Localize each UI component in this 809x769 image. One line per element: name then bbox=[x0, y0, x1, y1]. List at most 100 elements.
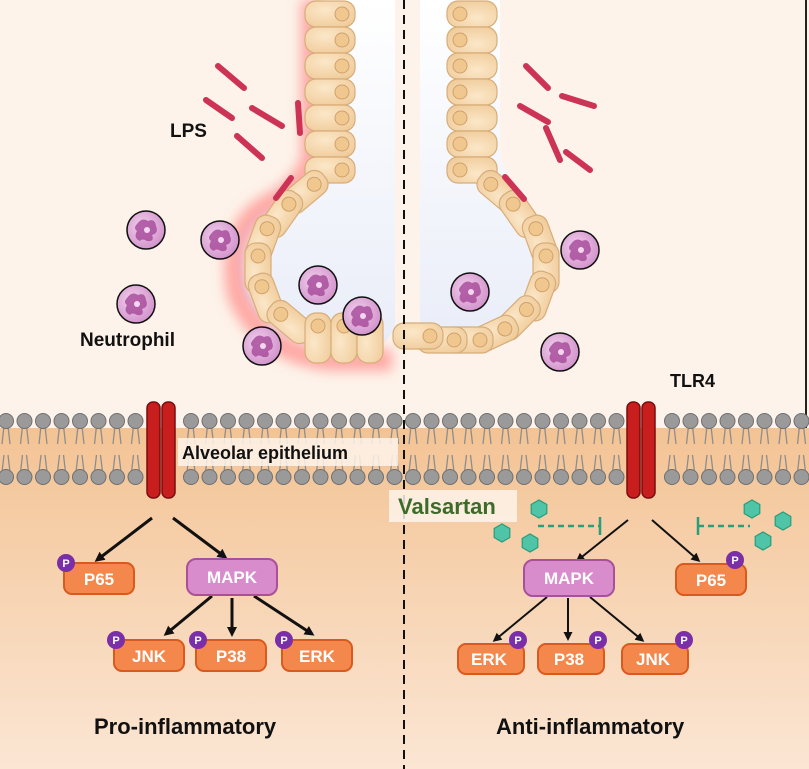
lipid-head bbox=[775, 469, 791, 485]
lps-rod-icon bbox=[543, 125, 563, 163]
lipid-tail bbox=[796, 454, 801, 473]
lipid-tail bbox=[44, 425, 48, 445]
jnk-label: JNK bbox=[132, 647, 167, 666]
mapk-label: MAPK bbox=[207, 568, 258, 587]
left-p38-node: P38 P bbox=[189, 631, 267, 672]
p38-pill bbox=[537, 643, 605, 675]
phospho-label: P bbox=[194, 635, 201, 647]
arrow-to-mapk-left bbox=[172, 516, 228, 559]
lipid-tail bbox=[611, 454, 616, 473]
arrow-to-jnk-right bbox=[589, 596, 645, 642]
lipid-tail bbox=[796, 425, 801, 445]
lipid-tail bbox=[537, 425, 542, 445]
lipid-head bbox=[516, 469, 532, 485]
epithelial-cell bbox=[304, 312, 332, 364]
mapk-label: MAPK bbox=[544, 569, 595, 588]
arrow-to-p65-right bbox=[651, 519, 701, 562]
lipid-tail bbox=[765, 454, 770, 473]
lipid-tail bbox=[118, 454, 122, 473]
tlr4-receptor-icon bbox=[161, 401, 176, 499]
neutrophil-icon bbox=[342, 296, 382, 336]
lipid-tail bbox=[543, 425, 548, 445]
tlr4-receptor-left bbox=[146, 401, 176, 499]
lipid-head bbox=[72, 469, 88, 485]
lipid-tail bbox=[802, 425, 807, 445]
lipid-tail bbox=[463, 454, 468, 473]
lipid-tail bbox=[673, 454, 677, 473]
lipid-head bbox=[90, 413, 107, 429]
lipid-tail bbox=[741, 425, 745, 445]
lipid-head bbox=[220, 469, 236, 485]
lipid-tail bbox=[426, 454, 431, 473]
lipid-head bbox=[534, 413, 551, 429]
lipid-tail bbox=[38, 454, 42, 473]
lipid-head bbox=[349, 469, 366, 485]
lipid-tail bbox=[81, 425, 85, 445]
lipid-tail bbox=[432, 454, 437, 473]
lipid-tail bbox=[580, 425, 585, 445]
lipid-tail bbox=[704, 454, 708, 473]
left-erk-node: ERK P bbox=[275, 631, 353, 672]
lipid-head bbox=[719, 413, 736, 429]
tlr4-receptor-icon bbox=[626, 401, 641, 499]
lipid-tail bbox=[426, 425, 431, 445]
mapk-pill bbox=[186, 558, 278, 596]
epithelial-cell bbox=[304, 78, 356, 106]
lipid-head bbox=[53, 413, 70, 429]
lipid-tail bbox=[44, 454, 48, 473]
lipid-tail bbox=[784, 425, 788, 445]
lipid-tail bbox=[451, 425, 455, 445]
lipid-tail bbox=[759, 425, 764, 445]
lipid-head bbox=[109, 413, 125, 429]
lps-rod-icon bbox=[215, 63, 247, 91]
lipid-tail bbox=[506, 454, 511, 473]
lipid-head bbox=[479, 469, 495, 485]
lps-rod-icon bbox=[249, 105, 285, 129]
erk-pill bbox=[457, 643, 525, 675]
neutrophils bbox=[116, 210, 600, 372]
valsartan-molecule-icon bbox=[521, 533, 539, 553]
lipid-head bbox=[294, 413, 310, 429]
phospho-icon bbox=[107, 631, 125, 649]
lipid-tail bbox=[93, 454, 98, 473]
right-p38-node: P38 P bbox=[537, 631, 607, 675]
lipid-tail bbox=[81, 454, 85, 473]
phospho-icon bbox=[589, 631, 607, 649]
lipid-tail bbox=[130, 425, 135, 445]
lipid-head bbox=[590, 413, 606, 429]
epithelial-cell bbox=[304, 130, 356, 158]
lipid-tail bbox=[62, 425, 67, 445]
lipid-tail bbox=[611, 425, 616, 445]
lipid-tail bbox=[574, 425, 579, 445]
lipid-tail bbox=[556, 425, 560, 445]
lipid-head bbox=[0, 413, 14, 429]
lipid-head bbox=[719, 469, 736, 485]
lipid-tail bbox=[7, 454, 11, 473]
lipid-tail bbox=[1, 425, 5, 445]
lipid-head bbox=[479, 413, 495, 429]
valsartan-molecule-icon bbox=[743, 499, 761, 519]
p65-label: P65 bbox=[84, 570, 114, 589]
erk-label: ERK bbox=[299, 647, 336, 666]
valsartan-label-backdrop bbox=[389, 490, 517, 522]
epithelial-cell bbox=[446, 78, 498, 106]
lipid-tail bbox=[488, 454, 492, 473]
pro-inflammatory-label: Pro-inflammatory bbox=[94, 714, 277, 739]
lipid-tail bbox=[617, 454, 622, 473]
phospho-icon bbox=[275, 631, 293, 649]
lipid-head bbox=[386, 469, 403, 485]
erk-label: ERK bbox=[471, 650, 508, 669]
lipid-head bbox=[312, 413, 329, 429]
phospho-icon bbox=[189, 631, 207, 649]
lipid-tail bbox=[469, 454, 474, 473]
lipid-head bbox=[331, 469, 347, 485]
left-alveolus bbox=[224, 0, 395, 371]
lipid-head bbox=[664, 469, 680, 485]
lipid-tail bbox=[112, 425, 116, 445]
lipid-head bbox=[553, 413, 569, 429]
lipid-head bbox=[238, 469, 255, 485]
lipid-tail bbox=[99, 454, 104, 473]
mapk-pill bbox=[523, 559, 615, 597]
lipid-tail bbox=[759, 454, 764, 473]
